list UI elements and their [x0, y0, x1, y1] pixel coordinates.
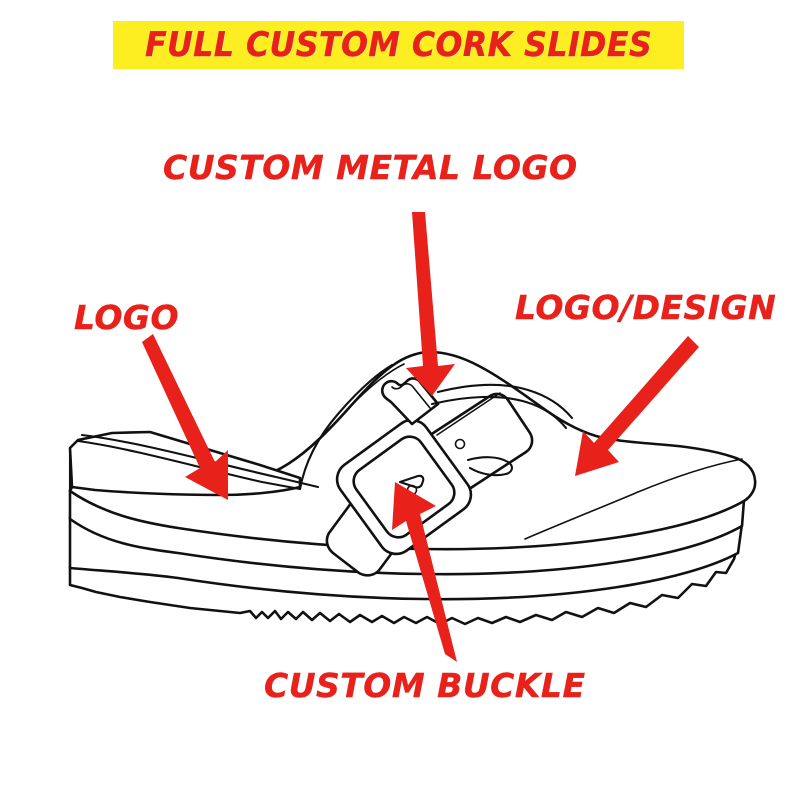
strap-keeper-loop — [466, 456, 513, 477]
toe-box-seam — [524, 458, 743, 540]
buckle-prong — [398, 474, 425, 489]
arrow-logo — [142, 334, 228, 500]
callout-label-custom-metal-logo: CUSTOM METAL LOGO — [163, 148, 578, 187]
metal-logo-tab-inner-edge — [391, 383, 431, 409]
callout-label-custom-buckle: CUSTOM BUCKLE — [264, 666, 586, 705]
arrow-custom-buckle — [392, 482, 457, 662]
arrow-custom-metal-logo — [406, 212, 455, 396]
title-banner: FULL CUSTOM CORK SLIDES — [113, 21, 684, 69]
strap-top-edge-2 — [430, 395, 568, 430]
heel-cup-edge — [76, 439, 302, 491]
strap-stitch — [436, 392, 501, 436]
buckle-frame-inner — [352, 435, 456, 539]
heel-top-edge — [80, 433, 320, 489]
strap-hole-upper — [454, 438, 466, 450]
strap-top-edge — [436, 383, 574, 420]
callout-label-logo: LOGO — [74, 298, 180, 337]
callout-label-logo-design: LOGO/DESIGN — [515, 288, 777, 327]
page-title: FULL CUSTOM CORK SLIDES — [144, 25, 653, 65]
vamp-topline — [347, 363, 405, 410]
arrow-logo-design — [575, 336, 699, 476]
vamp-heel-seam — [298, 363, 394, 491]
